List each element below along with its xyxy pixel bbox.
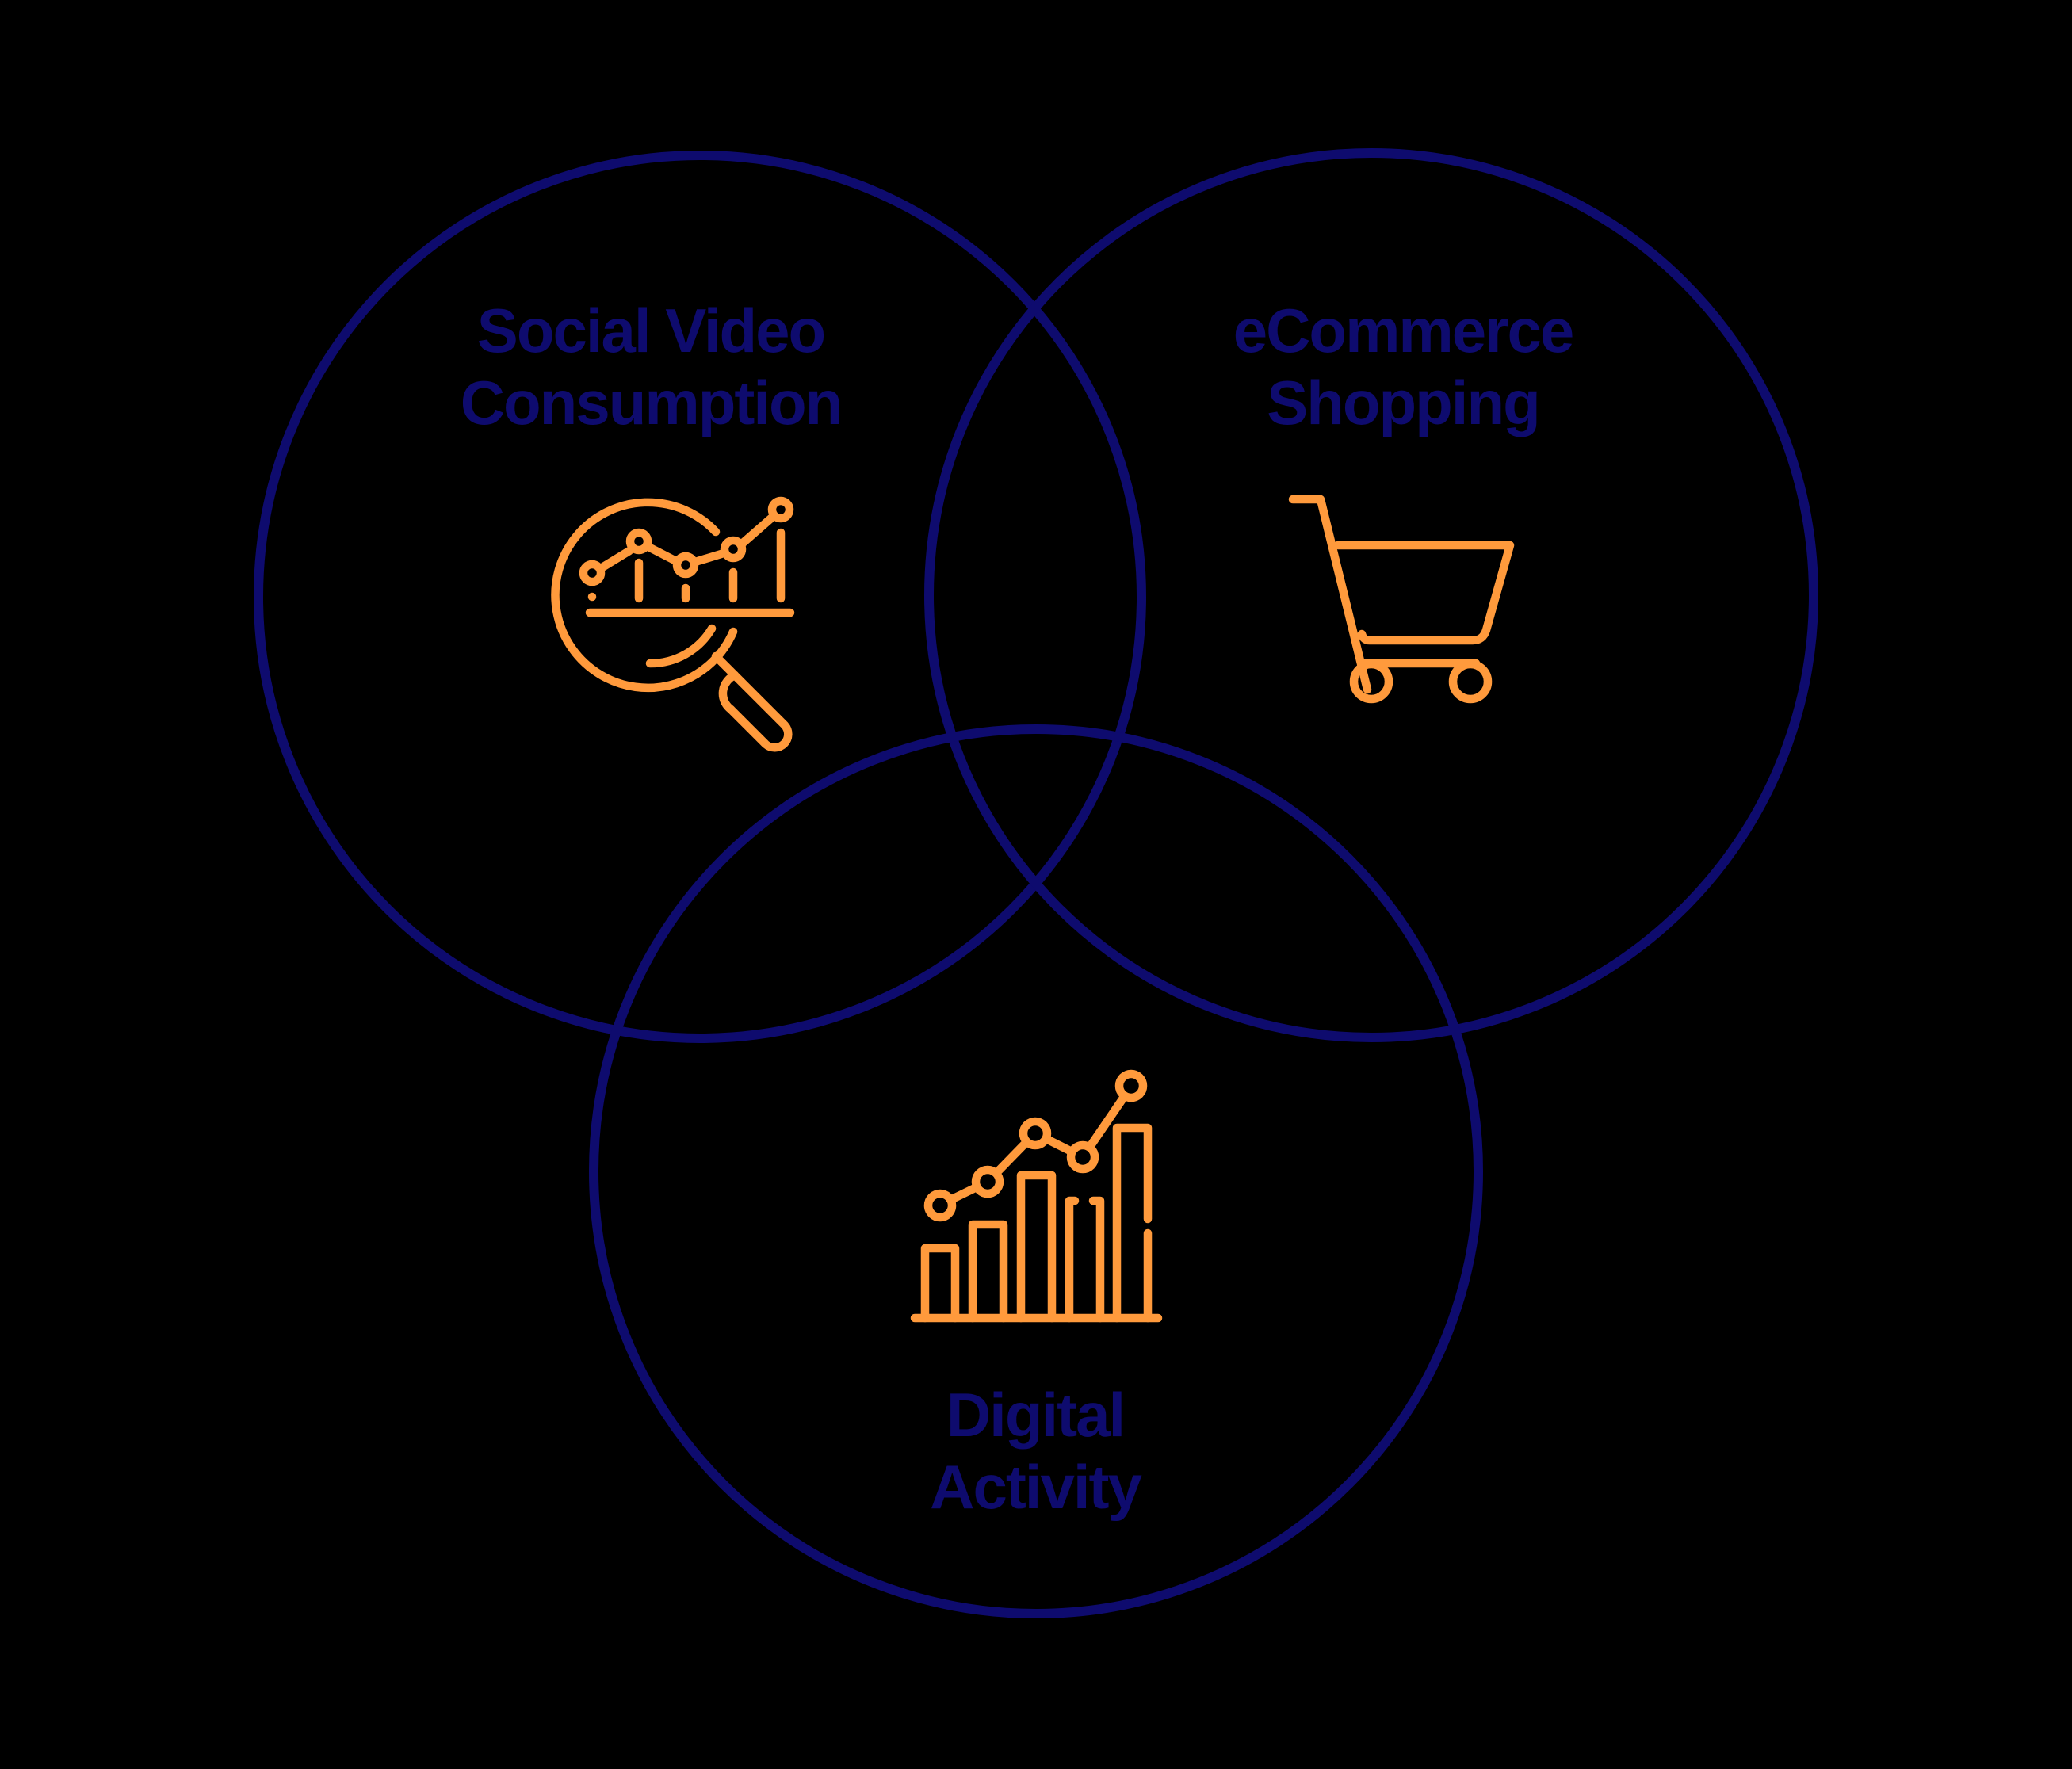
shopping-cart-icon	[1288, 495, 1515, 704]
digital-activity-label-line1: Digital	[946, 1380, 1126, 1450]
social-video-label: Social Video Consumption	[460, 295, 843, 439]
growth-bar-chart-icon	[910, 1069, 1163, 1323]
digital-activity-label: Digital Activity	[930, 1379, 1142, 1523]
ecommerce-circle	[924, 148, 1818, 1042]
ecommerce-label: eCommerce Shopping	[1233, 295, 1575, 439]
social-video-label-line1: Social Video	[476, 296, 826, 365]
social-video-label-line2: Consumption	[460, 368, 843, 437]
ecommerce-label-line1: eCommerce	[1233, 296, 1575, 365]
social-video-circle	[254, 151, 1146, 1043]
magnifier-chart-icon	[551, 496, 795, 752]
ecommerce-label-line2: Shopping	[1267, 368, 1541, 437]
digital-activity-circle	[589, 724, 1483, 1618]
digital-activity-label-line2: Activity	[930, 1452, 1142, 1522]
